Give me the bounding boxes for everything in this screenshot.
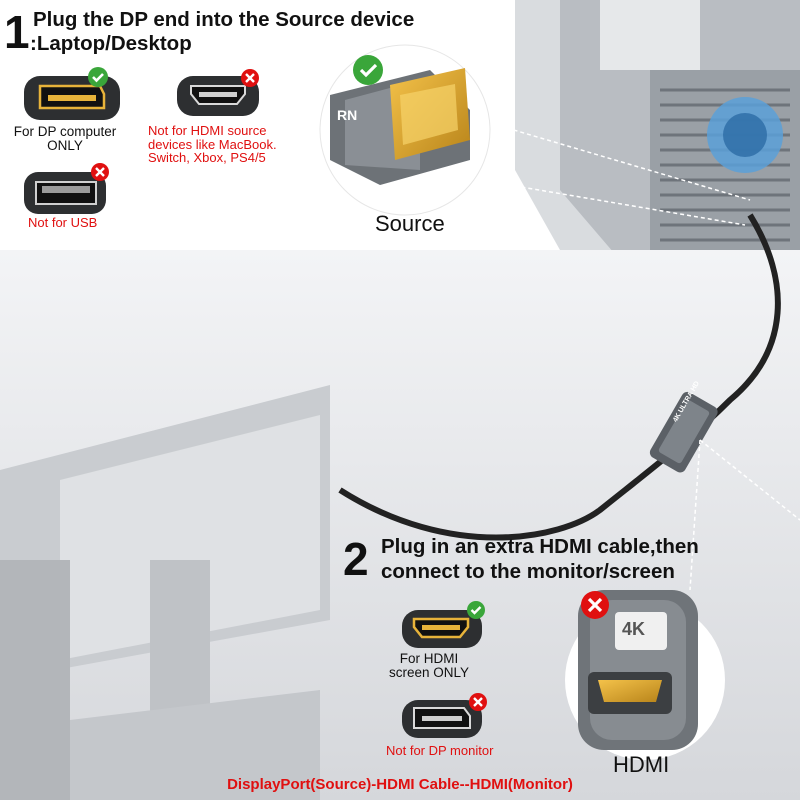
cable (338, 213, 781, 541)
hdmi-label: HDMI (613, 752, 670, 777)
hdmi-source-caption: Not for HDMI source devices like MacBook… (148, 123, 277, 166)
adapter-badge: 4K (622, 619, 646, 639)
step2-title-line1: Plug in an extra HDMI cable,then (381, 535, 699, 558)
step2-number: 2 (343, 533, 369, 585)
hdmi-port-icon (400, 604, 486, 654)
dp-port-icon (20, 68, 130, 124)
dp-port-icon (400, 694, 486, 744)
monitor-back (0, 385, 330, 800)
footer-caption: DisplayPort(Source)-HDMI Cable--HDMI(Mon… (227, 776, 573, 793)
usb-port-icon (22, 168, 112, 218)
dp-computer-caption: For DP computer ONLY (13, 124, 117, 154)
callout-lines (479, 119, 800, 591)
dp-monitor-caption: Not for DP monitor (386, 743, 494, 758)
step1-number: 1 (4, 6, 30, 58)
usb-caption: Not for USB (28, 215, 98, 230)
source-connector-illustration: RN (319, 44, 491, 216)
connector-brand: RN (337, 107, 357, 123)
hdmi-screen-caption: For HDMI screen ONLY (388, 651, 470, 681)
hdmi-port-icon (175, 70, 265, 122)
step2-title-line2: connect to the monitor/screen (381, 560, 675, 583)
step1-title-line1: Plug the DP end into the Source device (33, 8, 415, 31)
cable-adapter (649, 391, 718, 473)
source-label: Source (375, 211, 445, 236)
step1-title-line2: :Laptop/Desktop (30, 32, 192, 55)
hdmi-adapter-illustration (565, 590, 725, 760)
